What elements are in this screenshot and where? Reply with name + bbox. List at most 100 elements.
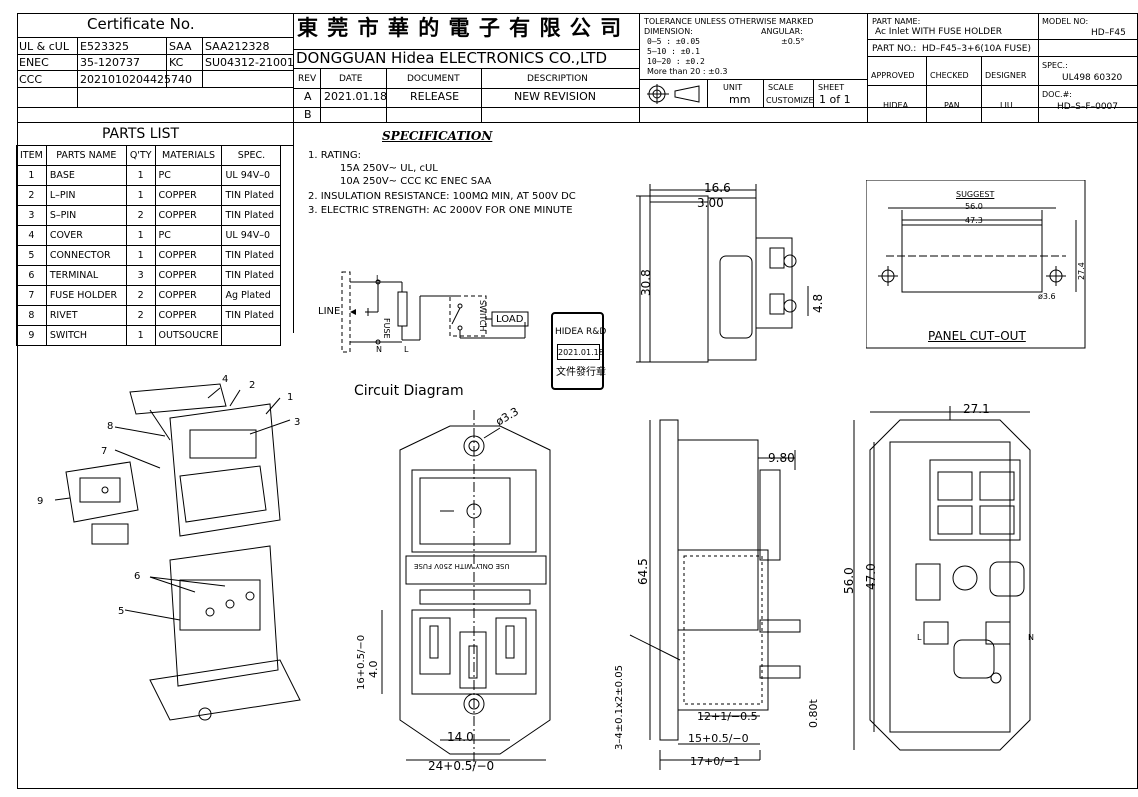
spec-rating-ul: 15A 250V~ UL, cUL	[340, 163, 438, 174]
spec-electric-strength: 3. ELECTRIC STRENGTH: AC 2000V FOR ONE M…	[308, 205, 573, 216]
cell-item: 4	[16, 225, 47, 246]
cert-no-ccc: 2021010204425740	[80, 73, 192, 86]
spec-value: UL498 60320	[1062, 73, 1123, 83]
panel-cutout-drawing	[866, 180, 1086, 349]
cell-qty: 1	[125, 185, 156, 206]
cell-item: 9	[16, 325, 47, 346]
dim-24-plus: 24+0.5/−0	[428, 759, 495, 773]
cell-name: BASE	[45, 165, 127, 186]
dim-3-4-pins: 3–4±0.1x2±0.05	[614, 665, 625, 750]
cell-qty: 1	[125, 165, 156, 186]
stamp-line-2: 2021.01.18	[558, 348, 604, 357]
model-label: MODEL NO:	[1042, 17, 1089, 26]
dim-56-0-rear: 56.0	[842, 567, 856, 594]
circuit-fuse-label: FUSE	[382, 318, 391, 339]
cert-name-enec: ENEC	[19, 56, 49, 69]
dim-4-8: 4.8	[811, 293, 825, 313]
cert-name-kc: KC	[169, 56, 184, 69]
callout-6: 6	[134, 571, 141, 582]
dim-14-0: 14.0	[447, 730, 474, 744]
cell-qty: 2	[125, 305, 156, 326]
cell-item: 1	[16, 165, 47, 186]
circuit-l2-label: L	[404, 345, 409, 354]
col-qty: Q'TY	[125, 145, 156, 166]
rev-a-date: 2021.01.18	[324, 90, 387, 103]
cell-spec: Ag Plated	[221, 285, 282, 306]
cert-no-saa: SAA212328	[205, 40, 270, 53]
cell-material: COPPER	[154, 185, 223, 206]
doc-value: HD–S–F–0007	[1057, 102, 1118, 112]
dim-17-plus: 17+0/−1	[690, 755, 741, 768]
cell-spec: TIN Plated	[221, 245, 282, 266]
circuit-line-label: LINE	[318, 306, 341, 317]
part-name-value: Ac Inlet WITH FUSE HOLDER	[875, 27, 1003, 37]
dim-9-80: 9.80	[768, 451, 795, 465]
checked-value: PAN	[944, 101, 960, 110]
dim-16-6: 16.6	[704, 181, 731, 195]
dim-15-plus: 15+0.5/−0	[688, 732, 749, 745]
specification-title: SPECIFICATION	[382, 129, 493, 143]
tolerance-angular-value: ±0.5°	[781, 37, 805, 46]
cert-no-kc: SU04312-21001	[205, 56, 294, 69]
spec-rating-ccc: 10A 250V~ CCC KC ENEC SAA	[340, 176, 492, 187]
dim-27-4: 27.4	[1077, 262, 1086, 280]
cell-name: COVER	[45, 225, 127, 246]
cell-material: COPPER	[154, 245, 223, 266]
spec-label: SPEC.:	[1042, 61, 1068, 70]
callout-2: 2	[249, 380, 256, 391]
cell-qty: 2	[125, 285, 156, 306]
cell-item: 5	[16, 245, 47, 266]
tolerance-dimension: DIMENSION:	[644, 27, 693, 36]
cell-spec: TIN Plated	[221, 205, 282, 226]
cert-no-ul: E523325	[80, 40, 129, 53]
cell-qty: 1	[125, 325, 156, 346]
cell-name: SWITCH	[45, 325, 127, 346]
cell-spec	[221, 325, 282, 346]
unit-label: UNIT	[723, 83, 743, 92]
cell-spec: TIN Plated	[221, 185, 282, 206]
dim-47-0: 47.0	[864, 563, 878, 590]
cell-item: 8	[16, 305, 47, 326]
checked-header: CHECKED	[930, 71, 969, 80]
col-spec: SPEC.	[221, 145, 282, 166]
circuit-caption: Circuit Diagram	[354, 383, 464, 399]
callout-1: 1	[287, 392, 294, 403]
col-item: ITEM	[16, 145, 47, 166]
cell-name: FUSE HOLDER	[45, 285, 127, 306]
rev-a-document: RELEASE	[410, 90, 460, 103]
callout-9: 9	[37, 496, 44, 507]
cell-spec: TIN Plated	[221, 265, 282, 286]
cert-name-ccc: CCC	[19, 73, 43, 86]
cell-spec: TIN Plated	[221, 305, 282, 326]
dim-56-0-cutout: 56.0	[965, 202, 983, 211]
rev-header-document: DOCUMENT	[407, 74, 460, 84]
cell-material: PC	[154, 225, 223, 246]
company-chinese-name: 東 莞 市 華 的 電 子 有 限 公 司	[297, 15, 623, 40]
stamp-line-3: 文件發行章	[556, 367, 606, 378]
cell-item: 2	[16, 185, 47, 206]
company-english-name: DONGGUAN Hidea ELECTRONICS CO.,LTD	[296, 49, 608, 67]
dim-47-3: 47.3	[965, 216, 983, 225]
col-parts-name: PARTS NAME	[45, 145, 127, 166]
doc-label: DOC.#:	[1042, 90, 1072, 99]
cell-qty: 1	[125, 225, 156, 246]
callout-5: 5	[118, 606, 125, 617]
approved-header: APPROVED	[871, 71, 915, 80]
dim-30-8: 30.8	[639, 269, 653, 296]
cert-title: Certificate No.	[87, 15, 195, 33]
cell-material: COPPER	[154, 285, 223, 306]
cell-name: S–PIN	[45, 205, 127, 226]
dim-27-1: 27.1	[963, 402, 990, 416]
callout-8: 8	[107, 421, 114, 432]
cell-material: PC	[154, 165, 223, 186]
cell-item: 6	[16, 265, 47, 286]
rear-view-drawing	[853, 406, 1031, 751]
tolerance-angular: ANGULAR:	[761, 27, 803, 36]
cell-name: CONNECTOR	[45, 245, 127, 266]
parts-list: PARTS LIST ITEM PARTS NAME Q'TY MATERIAL…	[16, 123, 294, 353]
sheet-value: 1 of 1	[819, 93, 851, 106]
